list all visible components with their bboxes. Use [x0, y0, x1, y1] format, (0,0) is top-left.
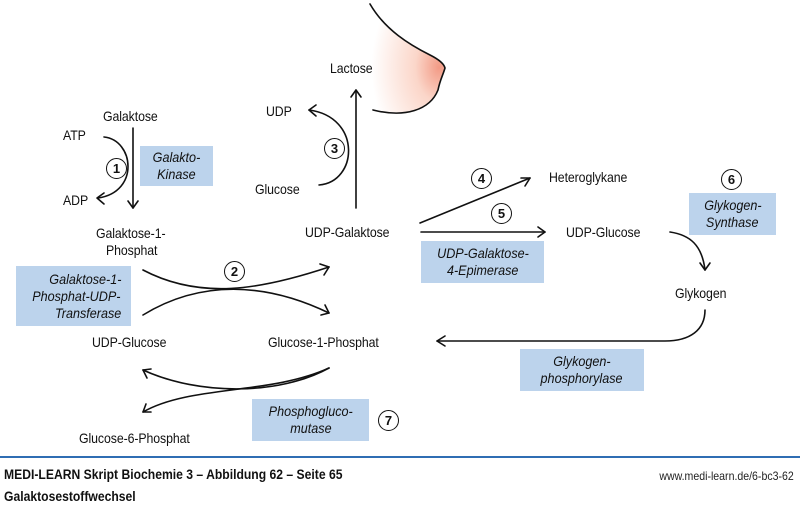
enzyme-phosphoglucomutase: Phosphogluco- mutase — [252, 399, 369, 441]
label-glucose-6-phosphat: Glucose-6-Phosphat — [79, 430, 190, 446]
label-adp: ADP — [63, 192, 89, 208]
breast-icon — [370, 4, 445, 114]
label-udp-glucose-right: UDP-Glucose — [566, 224, 641, 240]
enzyme-galakto-kinase: Galakto- Kinase — [140, 146, 213, 186]
arrow-glykogen-to-glc1p — [436, 309, 706, 342]
label-udp-galaktose: UDP-Galaktose — [305, 224, 390, 240]
label-lactose: Lactose — [330, 60, 373, 76]
step-number-4: 4 — [471, 168, 492, 189]
label-glykogen: Glykogen — [675, 285, 727, 301]
arrow-udp-glucose-to-glc1p — [142, 288, 330, 316]
step-number-1: 1 — [106, 158, 127, 179]
label-glucose: Glucose — [255, 181, 300, 197]
enzyme-glykogen-phosphorylase: Glykogen- phosphorylase — [520, 349, 644, 391]
pathway-arrows — [96, 3, 711, 413]
step-number-7: 7 — [378, 410, 399, 431]
label-atp: ATP — [63, 127, 86, 143]
galactose-metabolism-diagram: Galaktose ATP ADP Galaktose-1- Phosphat … — [16, 3, 776, 446]
step-number-5: 5 — [491, 203, 512, 224]
arrow-udp-glucose-to-glykogen — [669, 231, 706, 271]
step-number-6: 6 — [721, 169, 742, 190]
step-number-2: 2 — [224, 261, 245, 282]
arrow-to-heteroglykane — [419, 177, 531, 224]
label-udp: UDP — [266, 103, 292, 119]
arrow-glucose-to-udp — [308, 109, 350, 186]
enzyme-epimerase: UDP-Galaktose- 4-Epimerase — [421, 241, 544, 283]
label-galaktose-1-phosphat-line1: Galaktose-1- — [96, 225, 166, 241]
breast-outline — [369, 3, 446, 114]
arrow-atp-to-adp — [97, 136, 129, 199]
footer-divider — [0, 456, 800, 458]
arrow-to-glucose-6-phosphat — [142, 367, 330, 413]
enzyme-transferase: Galaktose-1- Phosphat-UDP- Transferase — [16, 266, 131, 326]
footer-url[interactable]: www.medi-learn.de/6-bc3-62 — [659, 469, 794, 483]
step-number-3: 3 — [324, 138, 345, 159]
enzyme-glykogen-synthase: Glykogen- Synthase — [689, 193, 776, 235]
label-glucose-1-phosphat: Glucose-1-Phosphat — [268, 334, 379, 350]
label-galaktose-1-phosphat-line2: Phosphat — [106, 242, 158, 258]
label-udp-glucose-left: UDP-Glucose — [92, 334, 167, 350]
arrow-g1p-to-udp-galaktose — [142, 266, 330, 290]
label-galaktose: Galaktose — [103, 108, 158, 124]
label-heteroglykane: Heteroglykane — [549, 169, 628, 185]
footer-title: MEDI-LEARN Skript Biochemie 3 – Abbildun… — [4, 467, 343, 482]
footer-subtitle: Galaktosestoffwechsel — [4, 489, 136, 504]
